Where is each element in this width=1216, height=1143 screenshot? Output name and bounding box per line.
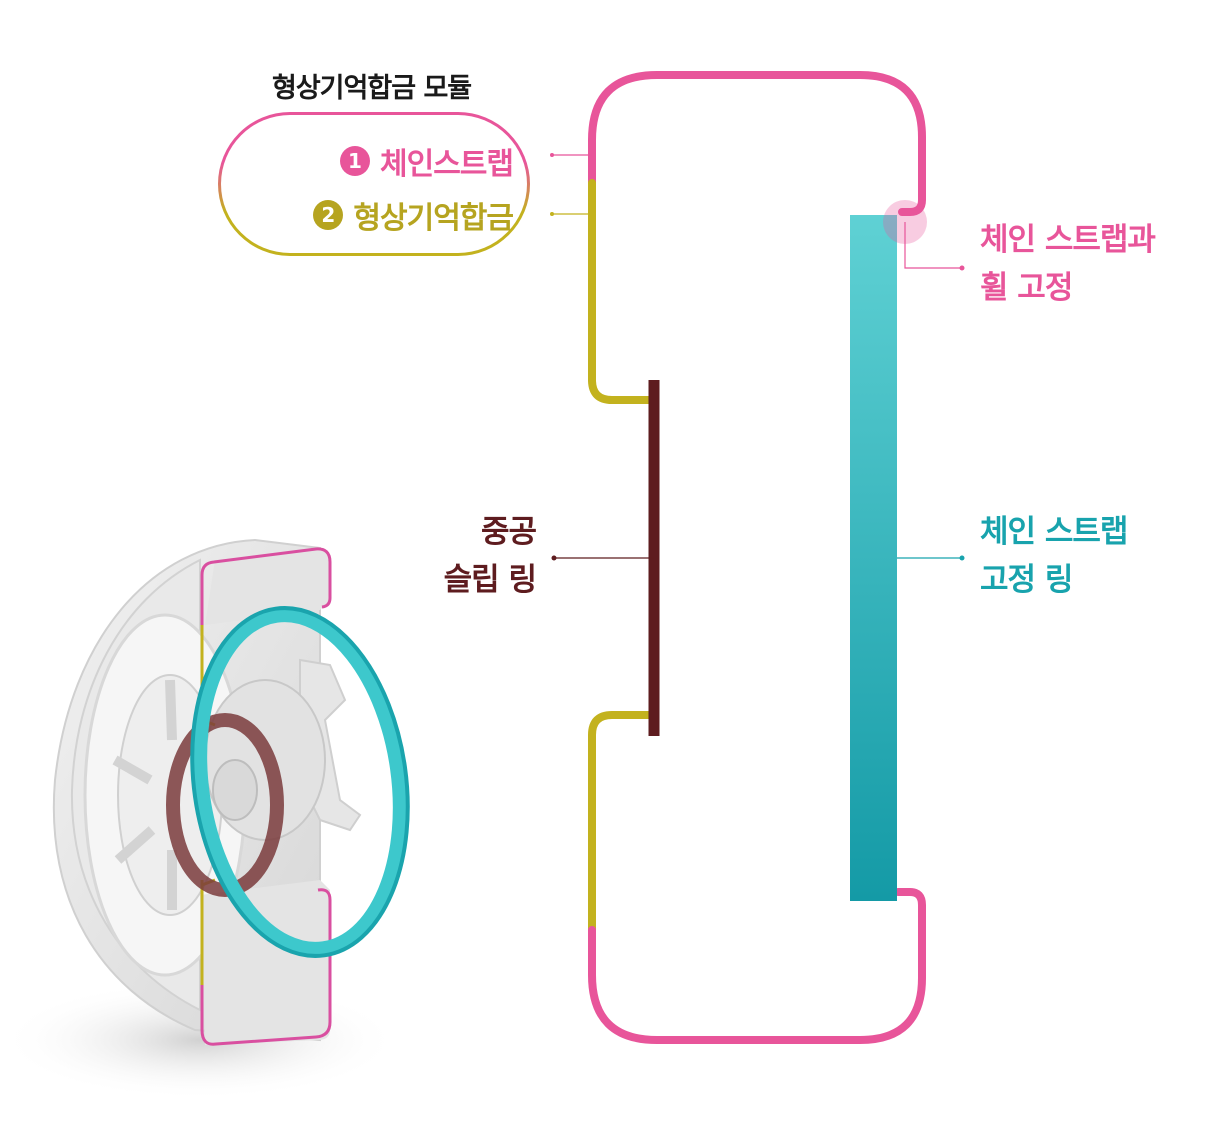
slip-ring-label-line2: 슬립 링 bbox=[443, 562, 537, 598]
leader-lines bbox=[550, 153, 965, 561]
sma-top bbox=[588, 179, 656, 404]
legend-label-chain-strap: 체인스트랩 bbox=[380, 147, 514, 182]
fixing-ring-label-line1: 체인 스트랩 bbox=[980, 514, 1128, 550]
legend-label-sma: 형상기억합금 bbox=[353, 201, 514, 236]
sma-bottom bbox=[588, 711, 656, 934]
number-badge-1: 1 bbox=[340, 146, 370, 176]
section-chain-strap-top bbox=[200, 547, 332, 625]
legend-item-sma: 2 형상기억합금 bbox=[313, 193, 514, 237]
slip-ring-label: 중공 슬립 링 bbox=[443, 508, 537, 604]
module-title: 형상기억합금 모듈 bbox=[272, 73, 472, 104]
leader-wheel-fix bbox=[904, 222, 962, 269]
hub bbox=[212, 759, 258, 821]
chain-strap-fixing-ring bbox=[850, 215, 897, 901]
fixing-ring-3d-edge bbox=[190, 606, 410, 958]
rim-spokes bbox=[112, 679, 177, 910]
legend-item-chain-strap: 1 체인스트랩 bbox=[340, 139, 514, 183]
module-legend-box: 1 체인스트랩 2 형상기억합금 bbox=[218, 112, 530, 256]
section-profile-fill bbox=[205, 550, 330, 625]
number-badge-2: 2 bbox=[313, 200, 344, 230]
wheel-fix-label-line2: 휠 고정 bbox=[980, 270, 1073, 306]
section-chain-strap-bottom bbox=[200, 888, 332, 1046]
wheel-fix-label-line1: 체인 스트랩과 bbox=[980, 222, 1156, 258]
fixing-ring-label: 체인 스트랩 고정 링 bbox=[980, 508, 1128, 604]
fixing-ring-label-line2: 고정 링 bbox=[980, 562, 1073, 598]
wheel-3d-illustration bbox=[0, 538, 410, 1100]
slip-ring-label-line1: 중공 bbox=[480, 514, 537, 550]
chain-strap-top bbox=[588, 71, 926, 216]
wheel-fix-label: 체인 스트랩과 휠 고정 bbox=[980, 216, 1156, 312]
section-profile-fill-bottom bbox=[200, 880, 330, 1045]
chain-strap-bottom bbox=[588, 888, 926, 1044]
fixing-ring-3d bbox=[193, 608, 407, 956]
